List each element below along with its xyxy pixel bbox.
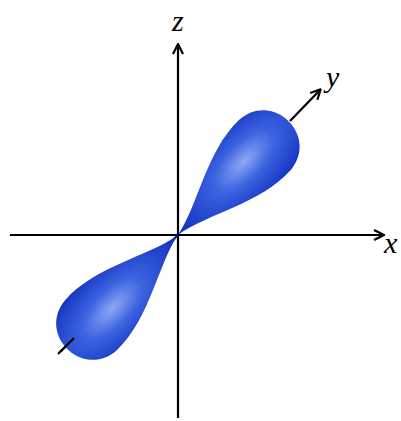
x-axis [10,234,383,236]
axis-label: z [172,6,184,36]
z-axis [177,45,179,418]
axis-label: y [326,62,339,92]
axis-label: x [384,228,397,258]
y-axis-tail [58,338,74,354]
y-axis-tip [290,90,320,121]
orbital-lobe [42,210,204,374]
